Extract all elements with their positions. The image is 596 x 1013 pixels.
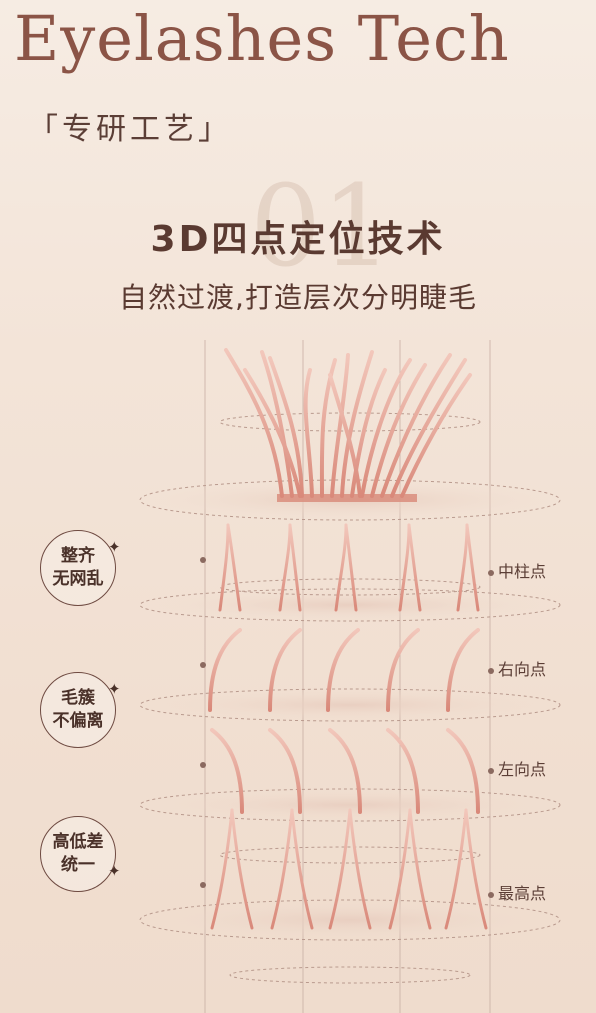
lash-row-center xyxy=(139,523,561,622)
dot-icon xyxy=(200,557,206,563)
feature-badge-uniform: 高低差 统一 xyxy=(40,816,116,892)
sparkle-icon: ✦ xyxy=(108,862,121,880)
point-label-highest: 最高点 xyxy=(488,880,546,904)
sparkle-icon: ✦ xyxy=(108,538,121,556)
badge-line1: 毛簇 xyxy=(61,688,95,708)
brand-title: Eyelashes Tech xyxy=(14,2,510,75)
point-label-left: 左向点 xyxy=(488,756,546,780)
feature-badge-aligned: 毛簇 不偏离 xyxy=(40,672,116,748)
subheadline: 自然过渡,打造层次分明睫毛 xyxy=(119,281,477,314)
dot-icon xyxy=(488,667,494,674)
badge-line2: 不偏离 xyxy=(52,711,104,731)
lash-row-left xyxy=(139,728,561,822)
lash-row-highest xyxy=(139,808,561,984)
top-lash-cluster xyxy=(139,348,561,521)
dot-icon xyxy=(200,762,206,768)
dot-icon xyxy=(488,891,494,898)
point-label-center: 中柱点 xyxy=(488,558,546,582)
badge-line1: 高低差 xyxy=(52,832,104,852)
lash-diagram xyxy=(139,340,561,1013)
dot-icon xyxy=(200,882,206,888)
dot-icon xyxy=(488,767,494,774)
watermark-number: 01 xyxy=(250,162,393,292)
lash-row-right xyxy=(139,628,561,722)
feature-badge-neat: 整齐 无网乱 xyxy=(40,530,116,606)
badge-line2: 统一 xyxy=(61,855,95,875)
badge-line1: 整齐 xyxy=(61,546,95,566)
headline: 3D四点定位技术 xyxy=(150,219,446,260)
dot-icon xyxy=(200,662,206,668)
point-label-right: 右向点 xyxy=(488,656,546,680)
section-tag: 「专研工艺」 xyxy=(28,112,232,147)
badge-line2: 无网乱 xyxy=(52,569,104,589)
sparkle-icon: ✦ xyxy=(108,680,121,698)
dot-icon xyxy=(488,569,494,576)
